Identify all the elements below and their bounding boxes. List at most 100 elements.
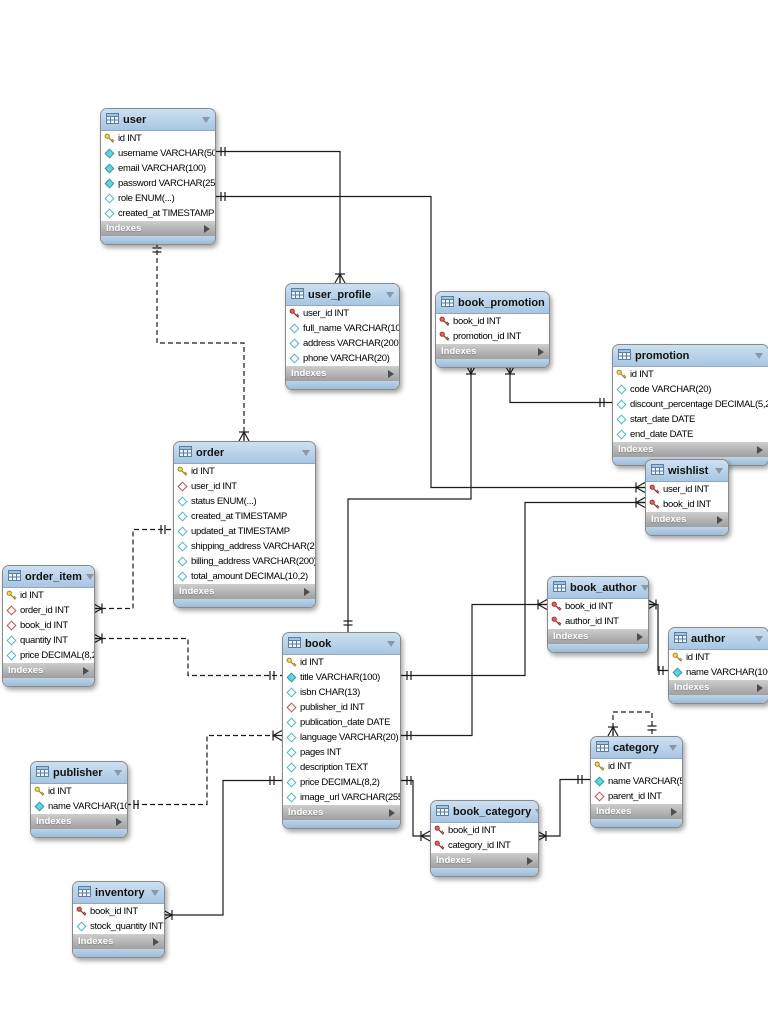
collapse-triangle-icon[interactable] bbox=[755, 352, 763, 359]
column-row-category[interactable]: name VARCHAR(50) bbox=[591, 774, 682, 789]
table-header-category[interactable]: category bbox=[591, 737, 682, 759]
column-row-inventory[interactable]: stock_quantity INT bbox=[73, 919, 164, 934]
column-row-promotion[interactable]: code VARCHAR(20) bbox=[613, 382, 768, 397]
table-header-book[interactable]: book bbox=[283, 633, 400, 655]
column-row-order_item[interactable]: id INT bbox=[3, 588, 94, 603]
collapse-triangle-icon[interactable] bbox=[386, 291, 394, 298]
indexes-expand-arrow-icon[interactable] bbox=[757, 683, 763, 692]
collapse-triangle-icon[interactable] bbox=[85, 573, 94, 580]
collapse-triangle-icon[interactable] bbox=[387, 640, 395, 647]
table-header-book_promotion[interactable]: book_promotion bbox=[436, 292, 549, 314]
column-row-book_author[interactable]: book_id INT bbox=[548, 599, 648, 614]
column-row-promotion[interactable]: end_date DATE bbox=[613, 427, 768, 442]
table-header-inventory[interactable]: inventory bbox=[73, 882, 164, 904]
relationship-book_promotion-promotion[interactable] bbox=[504, 364, 612, 407]
column-row-book[interactable]: isbn CHAR(13) bbox=[283, 685, 400, 700]
column-row-user[interactable]: email VARCHAR(100) bbox=[101, 161, 215, 176]
column-row-order[interactable]: updated_at TIMESTAMP bbox=[174, 524, 315, 539]
table-header-book_author[interactable]: book_author bbox=[548, 577, 648, 599]
column-row-book[interactable]: publication_date DATE bbox=[283, 715, 400, 730]
collapse-triangle-icon[interactable] bbox=[755, 635, 763, 642]
indexes-expand-arrow-icon[interactable] bbox=[527, 856, 533, 865]
indexes-bar-user[interactable]: Indexes bbox=[101, 221, 215, 236]
indexes-bar-user_profile[interactable]: Indexes bbox=[286, 366, 399, 381]
indexes-bar-book_category[interactable]: Indexes bbox=[431, 853, 538, 868]
indexes-expand-arrow-icon[interactable] bbox=[538, 347, 544, 356]
column-row-book[interactable]: language VARCHAR(20) bbox=[283, 730, 400, 745]
column-row-wishlist[interactable]: user_id INT bbox=[646, 482, 728, 497]
column-row-user[interactable]: password VARCHAR(255) bbox=[101, 176, 215, 191]
indexes-expand-arrow-icon[interactable] bbox=[637, 632, 643, 641]
column-row-book[interactable]: publisher_id INT bbox=[283, 700, 400, 715]
column-row-book_promotion[interactable]: book_id INT bbox=[436, 314, 549, 329]
column-row-order[interactable]: id INT bbox=[174, 464, 315, 479]
column-row-user_profile[interactable]: phone VARCHAR(20) bbox=[286, 351, 399, 366]
indexes-bar-book_author[interactable]: Indexes bbox=[548, 629, 648, 644]
column-row-book[interactable]: price DECIMAL(8,2) bbox=[283, 775, 400, 790]
column-row-order_item[interactable]: price DECIMAL(8,2) bbox=[3, 648, 94, 663]
indexes-bar-inventory[interactable]: Indexes bbox=[73, 934, 164, 949]
column-row-inventory[interactable]: book_id INT bbox=[73, 904, 164, 919]
column-row-order_item[interactable]: book_id INT bbox=[3, 618, 94, 633]
indexes-expand-arrow-icon[interactable] bbox=[153, 937, 159, 946]
collapse-triangle-icon[interactable] bbox=[640, 584, 648, 591]
column-row-author[interactable]: name VARCHAR(100) bbox=[669, 665, 768, 680]
collapse-triangle-icon[interactable] bbox=[302, 449, 310, 456]
column-row-book[interactable]: description TEXT bbox=[283, 760, 400, 775]
relationship-book-order_item[interactable] bbox=[92, 632, 282, 681]
table-header-author[interactable]: author bbox=[669, 628, 768, 650]
column-row-order[interactable]: status ENUM(...) bbox=[174, 494, 315, 509]
relationship-user-user_profile[interactable] bbox=[214, 147, 346, 284]
column-row-book[interactable]: pages INT bbox=[283, 745, 400, 760]
collapse-triangle-icon[interactable] bbox=[114, 769, 122, 776]
column-row-user[interactable]: username VARCHAR(50) bbox=[101, 146, 215, 161]
column-row-promotion[interactable]: discount_percentage DECIMAL(5,2) bbox=[613, 397, 768, 412]
relationship-user-order[interactable] bbox=[152, 242, 250, 442]
column-row-book_category[interactable]: book_id INT bbox=[431, 823, 538, 838]
column-row-order[interactable]: created_at TIMESTAMP bbox=[174, 509, 315, 524]
column-row-category[interactable]: id INT bbox=[591, 759, 682, 774]
column-row-order_item[interactable]: quantity INT bbox=[3, 633, 94, 648]
column-row-order[interactable]: shipping_address VARCHAR(200) bbox=[174, 539, 315, 554]
relationship-category-self[interactable] bbox=[607, 711, 657, 737]
indexes-expand-arrow-icon[interactable] bbox=[388, 369, 394, 378]
column-row-user_profile[interactable]: full_name VARCHAR(100) bbox=[286, 321, 399, 336]
indexes-expand-arrow-icon[interactable] bbox=[204, 224, 210, 233]
table-header-publisher[interactable]: publisher bbox=[31, 762, 127, 784]
column-row-wishlist[interactable]: book_id INT bbox=[646, 497, 728, 512]
column-row-publisher[interactable]: name VARCHAR(100) bbox=[31, 799, 127, 814]
indexes-bar-order[interactable]: Indexes bbox=[174, 584, 315, 599]
collapse-triangle-icon[interactable] bbox=[669, 744, 677, 751]
table-header-order_item[interactable]: order_item bbox=[3, 566, 94, 588]
indexes-bar-category[interactable]: Indexes bbox=[591, 804, 682, 819]
relationship-author-book_author[interactable] bbox=[646, 598, 668, 676]
table-header-book_category[interactable]: book_category bbox=[431, 801, 538, 823]
indexes-expand-arrow-icon[interactable] bbox=[389, 808, 395, 817]
column-row-order_item[interactable]: order_id INT bbox=[3, 603, 94, 618]
column-row-user[interactable]: id INT bbox=[101, 131, 215, 146]
indexes-expand-arrow-icon[interactable] bbox=[717, 515, 723, 524]
column-row-publisher[interactable]: id INT bbox=[31, 784, 127, 799]
column-row-user[interactable]: created_at TIMESTAMP bbox=[101, 206, 215, 221]
column-row-order[interactable]: total_amount DECIMAL(10,2) bbox=[174, 569, 315, 584]
indexes-bar-order_item[interactable]: Indexes bbox=[3, 663, 94, 678]
relationship-inventory-book[interactable] bbox=[162, 776, 282, 921]
column-row-book_promotion[interactable]: promotion_id INT bbox=[436, 329, 549, 344]
collapse-triangle-icon[interactable] bbox=[715, 467, 723, 474]
column-row-book_category[interactable]: category_id INT bbox=[431, 838, 538, 853]
column-row-book[interactable]: image_url VARCHAR(255) bbox=[283, 790, 400, 805]
column-row-user_profile[interactable]: address VARCHAR(200) bbox=[286, 336, 399, 351]
column-row-promotion[interactable]: id INT bbox=[613, 367, 768, 382]
